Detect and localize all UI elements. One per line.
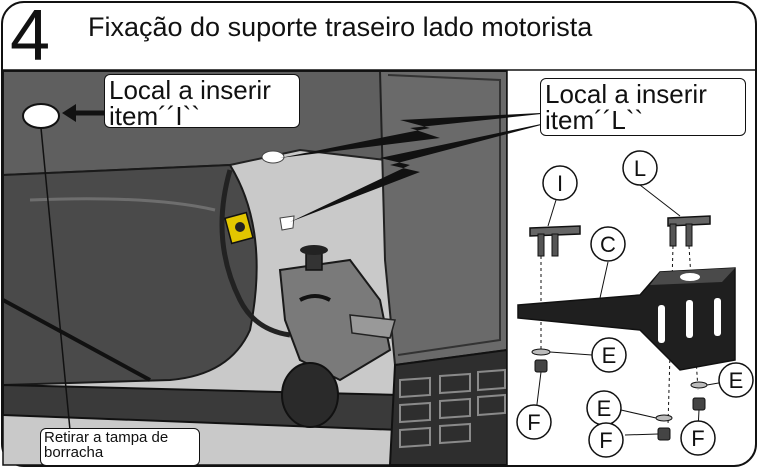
part-label-f-left: F — [527, 410, 540, 435]
callout-insert-item-l-line1: Local a inserir — [545, 79, 707, 109]
callout-remove-rubber-cap: Retirar a tampa de borracha — [40, 428, 200, 466]
tank-highlight — [29, 197, 216, 212]
part-label-e-left: E — [602, 343, 617, 368]
callout-insert-item-l-line2: item´´L`` — [545, 105, 644, 135]
callout-insert-item-l: Local a inserir item´´L`` — [540, 78, 746, 136]
part-label-l: L — [634, 156, 646, 181]
label-circle-c — [590, 226, 626, 262]
label-circle-l — [622, 150, 658, 186]
parts-diagram: I L C E E E F F F — [516, 150, 754, 458]
part-label-f-right: F — [691, 426, 704, 451]
label-circle-f-right — [680, 420, 716, 456]
nut-left — [534, 359, 548, 373]
vehicle-illustration — [2, 70, 508, 466]
mount-bracket — [278, 258, 392, 382]
callout-insert-item-i-line2: item´´I`` — [109, 101, 200, 131]
hitch-ball — [281, 362, 339, 428]
tank — [3, 163, 258, 387]
washer-left — [531, 348, 551, 356]
callout-insert-item-i: Local a inserir item´´I`` — [104, 74, 300, 131]
washer-right — [690, 381, 708, 389]
tire-tread — [399, 368, 506, 449]
leader-remove-cap — [40, 127, 71, 431]
part-label-e-right: E — [729, 368, 744, 393]
label-circle-e-right — [718, 362, 754, 398]
cable — [3, 298, 151, 382]
callout-insert-item-i-line1: Local a inserir — [109, 75, 271, 105]
bracket-bolt-head — [300, 245, 328, 255]
washer-middle — [655, 414, 673, 422]
bumper-edge — [387, 74, 501, 356]
step-number: 4 — [10, 0, 51, 76]
part-c — [517, 267, 736, 371]
arrow-to-cap-head — [62, 104, 76, 122]
nut-right — [692, 397, 706, 411]
part-label-e-middle: E — [597, 396, 612, 421]
step-title: Fixação do suporte traseiro lado motoris… — [88, 12, 593, 42]
label-circle-i — [542, 165, 578, 201]
part-label-i: I — [557, 171, 563, 196]
side-tab — [349, 314, 396, 339]
clamp-bolt — [235, 222, 245, 232]
mount-slot — [299, 294, 331, 302]
rubber-cap-hole — [22, 103, 60, 129]
photo-border — [2, 70, 508, 466]
bumper-side — [378, 71, 507, 367]
part-label-f-middle: F — [599, 428, 612, 453]
hole-l-lower — [279, 215, 295, 231]
hose — [219, 169, 291, 338]
callout-remove-rubber-cap-line2: borracha — [44, 444, 104, 461]
part-label-c: C — [600, 232, 616, 257]
label-circle-f-left — [516, 404, 552, 440]
label-circle-e-left — [591, 337, 627, 373]
nut-middle — [657, 427, 671, 441]
callout-remove-rubber-cap-line1: Retirar a tampa de — [44, 429, 169, 446]
label-circle-f-middle — [588, 422, 624, 458]
tire — [388, 348, 507, 465]
arrow-l-upper — [280, 112, 560, 158]
hole-l-upper — [261, 150, 285, 164]
